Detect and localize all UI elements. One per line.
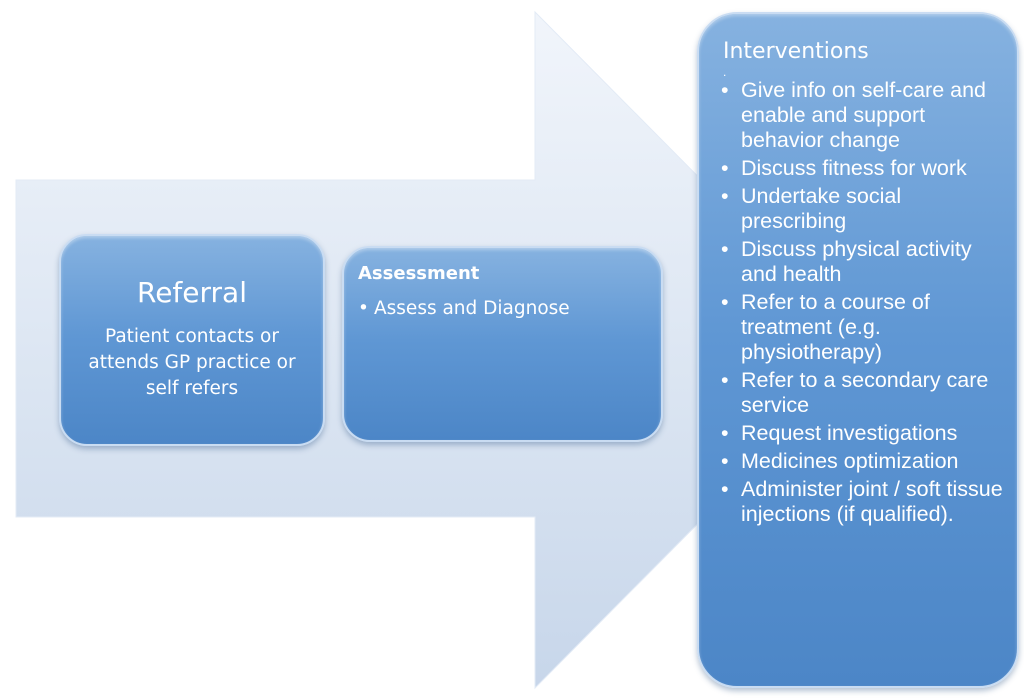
assessment-item: •Assess and Diagnose bbox=[358, 296, 661, 322]
bullet-icon: • bbox=[721, 237, 729, 261]
bullet-icon: • bbox=[721, 368, 729, 392]
intervention-item-label: Request investigations bbox=[741, 421, 958, 445]
intervention-item-label: Discuss fitness for work bbox=[741, 156, 967, 180]
assessment-item-label: Assess and Diagnose bbox=[374, 298, 570, 319]
bullet-icon: • bbox=[721, 477, 729, 501]
intervention-item: • Undertake social prescribing bbox=[721, 184, 1011, 234]
intervention-item: • Medicines optimization bbox=[721, 449, 1011, 474]
referral-description: Patient contacts or attends GP practice … bbox=[88, 326, 296, 399]
interventions-list: • Give info on self-care and enable and s… bbox=[721, 78, 1017, 527]
intervention-item-label: Administer joint / soft tissue injection… bbox=[741, 477, 1003, 526]
intervention-item: • Refer to a secondary care service bbox=[721, 368, 1011, 418]
intervention-item-label: Medicines optimization bbox=[741, 449, 959, 473]
referral-title: Referral bbox=[137, 276, 247, 309]
interventions-box: Interventions . • Give info on self-care … bbox=[697, 12, 1019, 688]
intervention-item-label: Refer to a secondary care service bbox=[741, 368, 989, 417]
intervention-item-label: Give info on self-care and enable and su… bbox=[741, 78, 986, 152]
bullet-icon: • bbox=[721, 78, 729, 102]
intervention-item-label: Refer to a course of treatment (e.g. phy… bbox=[741, 290, 930, 364]
intervention-item: • Administer joint / soft tissue injectio… bbox=[721, 477, 1011, 527]
intervention-item-label: Discuss physical activity and health bbox=[741, 237, 972, 286]
intervention-item-label: Undertake social prescribing bbox=[741, 184, 902, 233]
bullet-icon: • bbox=[721, 184, 729, 208]
assessment-list: •Assess and Diagnose bbox=[358, 296, 661, 322]
bullet-icon: • bbox=[721, 290, 729, 314]
intervention-item: • Give info on self-care and enable and s… bbox=[721, 78, 1011, 153]
intervention-item: • Discuss fitness for work bbox=[721, 156, 1011, 181]
interventions-dot: . bbox=[723, 65, 727, 79]
intervention-item: • Refer to a course of treatment (e.g. ph… bbox=[721, 290, 1011, 365]
bullet-icon: • bbox=[358, 298, 369, 319]
intervention-item: • Request investigations bbox=[721, 421, 1011, 446]
intervention-item: • Discuss physical activity and health bbox=[721, 237, 1011, 287]
interventions-title: Interventions bbox=[723, 39, 869, 64]
bullet-icon: • bbox=[721, 421, 729, 445]
assessment-box: Assessment •Assess and Diagnose bbox=[342, 246, 663, 442]
bullet-icon: • bbox=[721, 156, 729, 180]
bullet-icon: • bbox=[721, 449, 729, 473]
referral-box: Referral Patient contacts or attends GP … bbox=[59, 234, 325, 446]
assessment-title: Assessment bbox=[358, 263, 480, 284]
